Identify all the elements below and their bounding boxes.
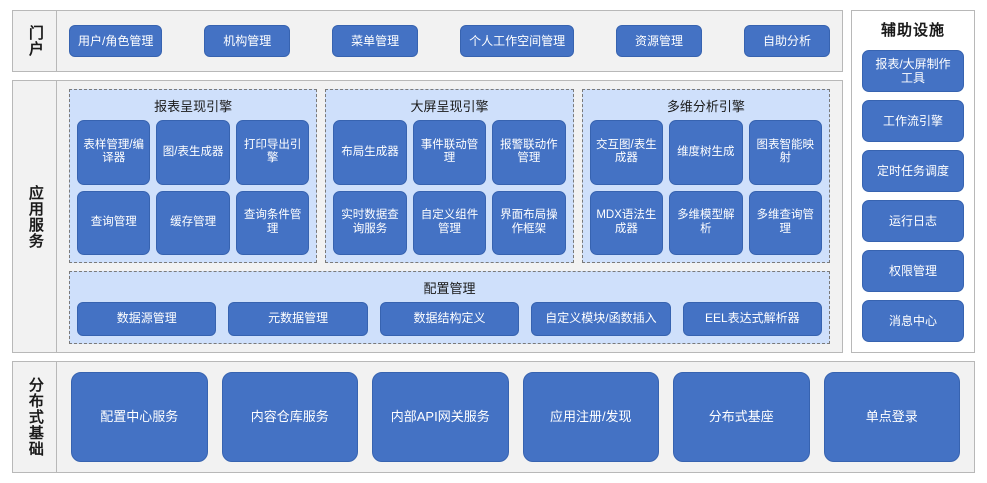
- portal-button-5[interactable]: 资源管理: [616, 25, 703, 57]
- auxiliary-button-4[interactable]: 运行日志: [862, 200, 964, 242]
- engine-tile[interactable]: 表样管理/编译器: [77, 120, 151, 185]
- engine-tile[interactable]: 维度树生成: [669, 120, 743, 185]
- engine-tile[interactable]: 事件联动管理: [412, 120, 487, 185]
- left-column: 门户 用户/角色管理 机构管理 菜单管理 个人工作空间管理 资源管理 自助分析 应用服务 …: [12, 10, 843, 353]
- engine-tile[interactable]: 交互图/表生成器: [589, 120, 664, 185]
- portal-button-row: 用户/角色管理 机构管理 菜单管理 个人工作空间管理 资源管理 自助分析: [57, 11, 842, 71]
- portal-button-4[interactable]: 个人工作空间管理: [460, 25, 575, 57]
- auxiliary-facilities-panel: 辅助设施 报表/大屏制作工具工作流引擎定时任务调度运行日志权限管理消息中心: [851, 10, 975, 353]
- engine-tile[interactable]: 图表智能映射: [748, 120, 822, 185]
- engine-tile[interactable]: 查询条件管理: [235, 190, 310, 255]
- engine-tile[interactable]: 打印导出引擎: [235, 120, 310, 185]
- distributed-foundation-layer-label: 分布式基础: [13, 362, 57, 472]
- distributed-button-5[interactable]: 分布式基座: [673, 372, 810, 462]
- distributed-button-3[interactable]: 内部API网关服务: [372, 372, 509, 462]
- distributed-button-2[interactable]: 内容仓库服务: [221, 372, 358, 462]
- config-management-group: 配置管理 数据源管理元数据管理数据结构定义自定义模块/函数插入 EEL表达式解析器: [69, 271, 830, 344]
- application-service-content: 报表呈现引擎表样管理/编译器图/表生成器打印导出引擎查询管理缓存管理查询条件管理…: [57, 81, 842, 352]
- engine-tile[interactable]: MDX语法生成器: [589, 190, 664, 255]
- distributed-button-1[interactable]: 配置中心服务: [71, 372, 208, 462]
- application-service-layer: 应用服务 报表呈现引擎表样管理/编译器图/表生成器打印导出引擎查询管理缓存管理查…: [12, 80, 843, 353]
- engine-group-title-3: 多维分析引擎: [666, 99, 745, 114]
- engine-group-tiles-3: 交互图/表生成器维度树生成图表智能映射 MDX语法生成器多维模型解析多维查询管理: [589, 120, 822, 255]
- engine-tile[interactable]: 报警联动作管理: [492, 120, 566, 185]
- application-service-layer-label-text: 应用服务: [26, 184, 44, 249]
- distributed-foundation-button-row: 配置中心服务内容仓库服务内部API网关服务应用注册/发现分布式基座单点登录: [57, 362, 974, 472]
- portal-button-3[interactable]: 菜单管理: [332, 25, 419, 57]
- auxiliary-button-3[interactable]: 定时任务调度: [862, 150, 964, 192]
- upper-section: 门户 用户/角色管理 机构管理 菜单管理 个人工作空间管理 资源管理 自助分析 应用服务 …: [12, 10, 975, 353]
- config-management-title: 配置管理: [423, 281, 476, 296]
- engine-group-2: 大屏呈现引擎布局生成器事件联动管理报警联动作管理实时数据查询服务自定义组件管理界…: [325, 89, 574, 263]
- portal-layer-label: 门户: [13, 11, 57, 71]
- engine-tile[interactable]: 自定义组件管理: [412, 190, 487, 255]
- engine-tile[interactable]: 多维模型解析: [669, 190, 743, 255]
- engine-tile[interactable]: 布局生成器: [333, 120, 407, 185]
- config-tile-1[interactable]: 数据源管理: [77, 302, 217, 336]
- auxiliary-button-6[interactable]: 消息中心: [862, 300, 964, 342]
- config-tile-3[interactable]: 数据结构定义: [379, 302, 520, 336]
- distributed-button-6[interactable]: 单点登录: [823, 372, 960, 462]
- engine-group-title-1: 报表呈现引擎: [154, 99, 233, 114]
- engine-tile[interactable]: 实时数据查询服务: [333, 190, 407, 255]
- auxiliary-button-5[interactable]: 权限管理: [862, 250, 964, 292]
- engine-group-3: 多维分析引擎交互图/表生成器维度树生成图表智能映射 MDX语法生成器多维模型解析多…: [581, 89, 830, 263]
- engine-tile[interactable]: 缓存管理: [156, 190, 230, 255]
- portal-layer-label-text: 门户: [26, 25, 44, 57]
- config-tile-2[interactable]: 元数据管理: [228, 302, 368, 336]
- portal-button-2[interactable]: 机构管理: [204, 25, 291, 57]
- portal-layer: 门户 用户/角色管理 机构管理 菜单管理 个人工作空间管理 资源管理 自助分析: [12, 10, 843, 72]
- config-tile-4[interactable]: 自定义模块/函数插入: [531, 302, 671, 336]
- config-tile-5[interactable]: EEL表达式解析器: [682, 302, 823, 336]
- portal-button-6[interactable]: 自助分析: [743, 25, 830, 57]
- auxiliary-button-1[interactable]: 报表/大屏制作工具: [862, 50, 964, 92]
- portal-button-1[interactable]: 用户/角色管理: [69, 25, 163, 57]
- auxiliary-button-2[interactable]: 工作流引擎: [862, 100, 964, 142]
- auxiliary-button-list: 报表/大屏制作工具工作流引擎定时任务调度运行日志权限管理消息中心: [862, 50, 964, 342]
- engine-group-1: 报表呈现引擎表样管理/编译器图/表生成器打印导出引擎查询管理缓存管理查询条件管理: [69, 89, 318, 263]
- engine-tile[interactable]: 多维查询管理: [748, 190, 822, 255]
- distributed-foundation-layer: 分布式基础 配置中心服务内容仓库服务内部API网关服务应用注册/发现分布式基座单…: [12, 361, 975, 473]
- distributed-foundation-layer-label-text: 分布式基础: [26, 377, 44, 457]
- engine-tile[interactable]: 图/表生成器: [156, 120, 230, 185]
- engine-group-title-2: 大屏呈现引擎: [410, 99, 489, 114]
- config-management-tiles: 数据源管理元数据管理数据结构定义自定义模块/函数插入 EEL表达式解析器: [77, 302, 823, 336]
- engine-group-tiles-1: 表样管理/编译器图/表生成器打印导出引擎查询管理缓存管理查询条件管理: [77, 120, 310, 255]
- engine-group-tiles-2: 布局生成器事件联动管理报警联动作管理实时数据查询服务自定义组件管理界面布局操作框…: [333, 120, 566, 255]
- engine-tile[interactable]: 界面布局操作框架: [492, 190, 566, 255]
- engine-tile[interactable]: 查询管理: [77, 190, 151, 255]
- application-service-layer-label: 应用服务: [13, 81, 57, 352]
- engine-groups-row: 报表呈现引擎表样管理/编译器图/表生成器打印导出引擎查询管理缓存管理查询条件管理…: [69, 89, 830, 263]
- distributed-button-4[interactable]: 应用注册/发现: [522, 372, 659, 462]
- auxiliary-facilities-title: 辅助设施: [880, 22, 945, 39]
